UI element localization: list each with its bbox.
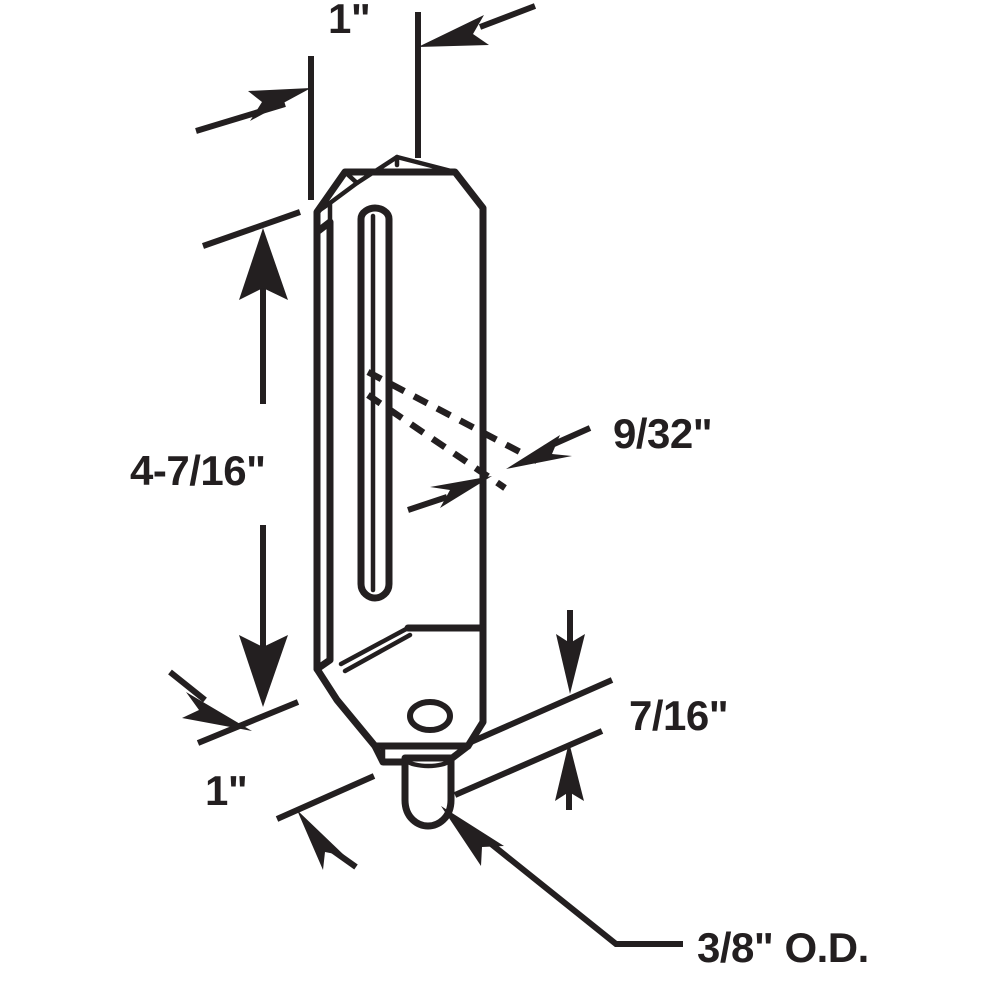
- bracket-bend-highlight-1: [338, 625, 411, 667]
- stud-diameter-label: 3/8" O.D.: [697, 924, 869, 971]
- top-width-label: 1": [328, 0, 370, 42]
- slot-width-arrow-lower-shaft: [407, 494, 448, 513]
- overall-height-aux-arrow-head: [182, 692, 252, 731]
- stud-leader-arrow-head: [441, 806, 504, 866]
- dimension-stud-diameter: 3/8" O.D.: [441, 806, 869, 971]
- overall-height-ext-line-bottom: [196, 699, 300, 746]
- foot-width-ext-line: [275, 773, 376, 822]
- bracket-foot-hole: [407, 699, 453, 733]
- slot-width-arrow-upper-head: [506, 435, 572, 469]
- overall-height-label: 4-7/16": [130, 447, 266, 494]
- foot-thickness-ext-line-lower: [453, 728, 604, 798]
- top-width-arrow-right-head: [418, 15, 489, 47]
- top-width-arrow-left-head: [248, 88, 311, 121]
- foot-width-arrow-head: [297, 810, 345, 870]
- bracket-left-depth-edge: [313, 218, 334, 673]
- foot-width-label: 1": [205, 767, 247, 814]
- dimension-slot-width: 9/32": [366, 369, 713, 513]
- foot-thickness-ext-line-upper: [469, 677, 614, 745]
- slot-width-label: 9/32": [613, 410, 712, 457]
- bracket-top-chamfer-face: [314, 169, 360, 215]
- bracket-bend-highlight-2: [342, 632, 413, 674]
- overall-height-aux-arrow-shaft: [168, 669, 207, 703]
- dimension-foot-width: 1": [205, 767, 376, 870]
- dimension-top-width: 1": [195, 0, 537, 200]
- foot-thickness-arrow-top-head: [556, 634, 585, 694]
- top-width-arrow-right-shaft: [478, 3, 537, 30]
- roller-stud: [401, 754, 455, 830]
- bracket-part-geometry: [313, 154, 487, 830]
- bracket-foot-top-surface: [404, 624, 487, 703]
- dimension-overall-height: 4-7/16": [130, 209, 301, 746]
- overall-height-ext-line-top: [202, 209, 301, 249]
- stud-leader-line: [488, 840, 683, 947]
- overall-height-arrow-down: [239, 635, 288, 707]
- foot-thickness-label: 7/16": [629, 692, 728, 739]
- foot-thickness-arrow-bottom-head: [555, 742, 584, 801]
- slot-width-arrow-lower-head: [430, 476, 492, 508]
- dimension-foot-thickness: 7/16": [453, 610, 729, 810]
- roller-stud-top-arc: [402, 757, 454, 769]
- overall-height-arrow-up: [239, 228, 288, 300]
- slot-width-ext-dashed-upper: [366, 369, 539, 464]
- slot-width-ext-dashed-lower: [366, 392, 507, 491]
